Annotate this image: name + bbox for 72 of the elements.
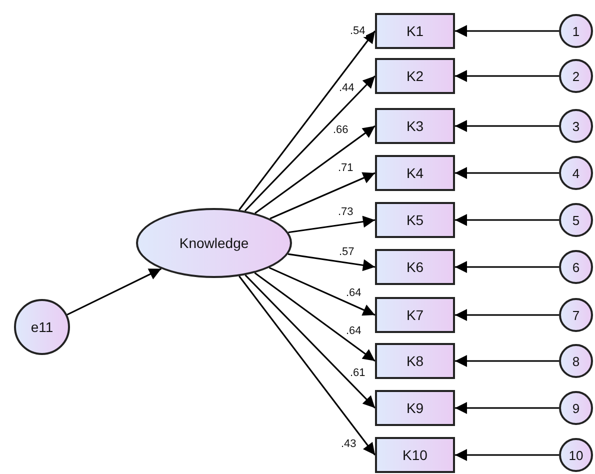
observed-variable-box [375, 437, 455, 473]
edge-label: .73 [337, 206, 354, 218]
error-circle [559, 250, 593, 284]
node-label: K2 [406, 68, 424, 84]
node-label: K5 [406, 212, 424, 228]
observed-variable-box [375, 13, 455, 49]
arrow [455, 449, 559, 461]
observed-variable-box [375, 58, 455, 94]
node-label: 5 [572, 212, 580, 228]
node-label: 3 [572, 118, 580, 134]
node-label: K7 [406, 307, 424, 323]
arrow [455, 70, 559, 82]
node-label: K9 [406, 400, 424, 416]
observed-variable-box [375, 297, 455, 333]
edge-label: .66 [332, 124, 350, 136]
error-circle [559, 344, 593, 378]
edge-label: .61 [349, 367, 366, 379]
arrow [254, 272, 376, 362]
node-label: K1 [406, 23, 424, 39]
arrow [270, 172, 376, 220]
node-label: K10 [402, 447, 428, 463]
observed-variable-box [375, 155, 455, 191]
node-label: 1 [572, 24, 580, 38]
node-label: 6 [572, 260, 580, 274]
edge-label: .57 [338, 246, 356, 258]
error-circle [559, 203, 593, 237]
arrow [455, 309, 559, 321]
node-label: 4 [572, 166, 580, 180]
arrow [455, 120, 559, 132]
edge-label: .43 [340, 438, 358, 450]
node-label: K6 [406, 259, 424, 275]
node-label: K8 [406, 353, 424, 369]
observed-variable-box [375, 390, 455, 426]
arrow [66, 268, 162, 316]
node-label: 9 [572, 400, 580, 416]
node-label: 7 [572, 308, 580, 322]
arrow [238, 30, 376, 210]
arrow [455, 402, 559, 414]
edge-label: .64 [345, 287, 362, 299]
node-label: e11 [30, 319, 54, 335]
error-circle [559, 438, 593, 472]
error-circle [559, 298, 593, 332]
observed-variable-box [375, 108, 455, 144]
arrow [288, 253, 376, 272]
arrow [238, 276, 376, 456]
node-label: Knowledge [179, 235, 249, 251]
node-label: K3 [406, 118, 424, 134]
edge-label: .64 [345, 325, 362, 337]
node-label: 2 [572, 68, 580, 84]
error-circle [559, 109, 593, 143]
node-label: 10 [568, 448, 584, 462]
arrow [455, 167, 559, 179]
arrow [455, 355, 559, 367]
arrow [455, 25, 559, 37]
error-circle [559, 156, 593, 190]
edge-label: .44 [338, 82, 356, 94]
observed-variable-box [375, 249, 455, 285]
observed-variable-box [375, 202, 455, 238]
arrow [244, 274, 376, 409]
edge-label: .54 [349, 25, 366, 37]
edge-label: .71 [337, 162, 354, 174]
arrow [455, 214, 559, 226]
node-label: 8 [572, 354, 580, 368]
arrow [268, 266, 376, 316]
error-circle [559, 391, 593, 425]
arrow [288, 216, 376, 234]
error-circle [559, 59, 593, 93]
node-label: K4 [406, 165, 424, 181]
error-circle [559, 14, 593, 48]
observed-variable-box [375, 343, 455, 379]
arrow [455, 261, 559, 273]
arrow [254, 125, 376, 214]
